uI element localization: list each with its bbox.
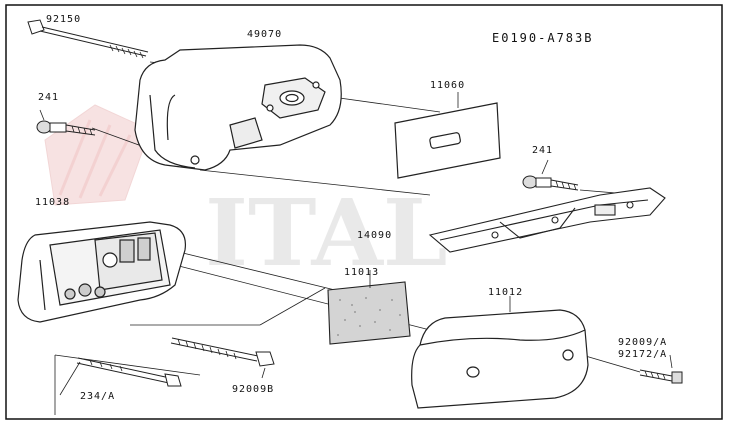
- callout-234a: 234/A: [80, 391, 115, 402]
- callout-92172a: 92172/A: [618, 349, 667, 360]
- bolt-92150: [27, 19, 149, 59]
- bolt-241-upper: [36, 109, 96, 136]
- callout-11038: 11038: [35, 197, 70, 208]
- spark-arrester-11013: [327, 270, 411, 345]
- bolt-241-right: [522, 159, 579, 191]
- diagram-code: E0190-A783B: [492, 31, 593, 45]
- bolt-234a: [59, 357, 182, 396]
- watermark-text: ITAL: [205, 179, 448, 287]
- callout-11012: 11012: [488, 287, 523, 298]
- callout-92009b: 92009B: [232, 384, 274, 395]
- callout-241-right: 241: [532, 145, 553, 156]
- bolt-92009b: [170, 337, 275, 379]
- muffler-body-11038: [17, 221, 187, 323]
- callout-11013: 11013: [344, 267, 379, 278]
- callout-11060: 11060: [430, 80, 465, 91]
- watermark-logo: ITAL: [44, 104, 448, 287]
- muffler-49070: [134, 44, 342, 171]
- screw-92009a: [639, 354, 683, 384]
- callout-92150: 92150: [46, 14, 81, 25]
- bracket-14090: [428, 187, 666, 253]
- callout-241-upper: 241: [38, 92, 59, 103]
- cover-11012: [411, 296, 589, 409]
- callout-49070: 49070: [247, 29, 282, 40]
- gasket-11060: [394, 92, 501, 179]
- callout-92009a: 92009/A: [618, 337, 667, 348]
- callout-14090: 14090: [357, 230, 392, 241]
